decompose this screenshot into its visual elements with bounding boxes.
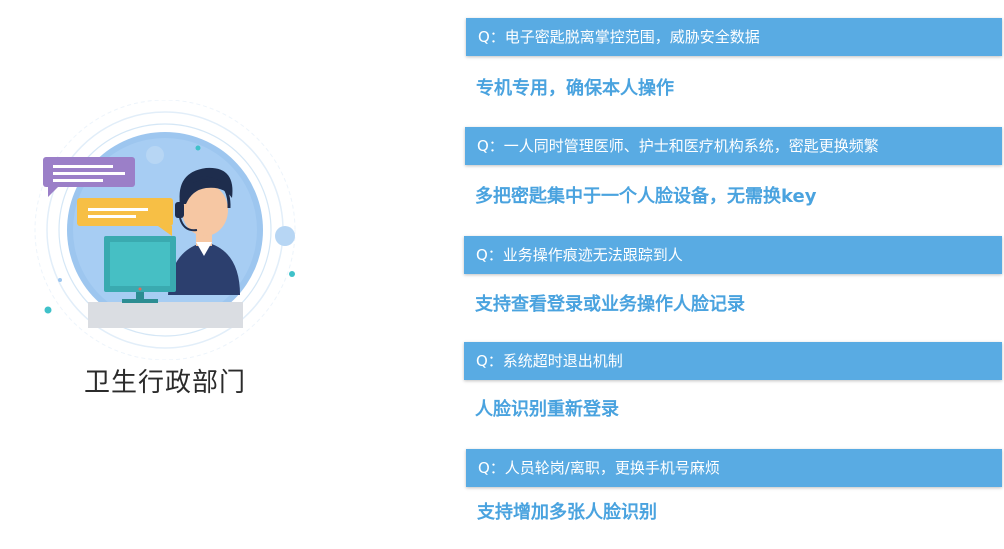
question-bar: Q：电子密匙脱离掌控范围，威胁安全数据	[466, 18, 1002, 56]
answer-text: 专机专用，确保本人操作	[476, 78, 674, 99]
answer-text: 多把密匙集中于一个人脸设备，无需换key	[475, 186, 817, 207]
question-bar: Q：系统超时退出机制	[464, 342, 1002, 380]
qa-item: Q：人员轮岗/离职，更换手机号麻烦 支持增加多张人脸识别	[0, 449, 1004, 549]
qa-item: Q：电子密匙脱离掌控范围，威胁安全数据 专机专用，确保本人操作	[0, 18, 1004, 118]
department-panel: 卫生行政部门	[0, 100, 330, 420]
question-bar: Q：一人同时管理医师、护士和医疗机构系统，密匙更换频繁	[465, 127, 1002, 165]
qa-item: Q：系统超时退出机制 人脸识别重新登录	[0, 342, 1004, 442]
qa-item: Q：业务操作痕迹无法跟踪到人 支持查看登录或业务操作人脸记录	[0, 236, 1004, 336]
question-bar: Q：人员轮岗/离职，更换手机号麻烦	[466, 449, 1002, 487]
customer-service-illustration	[34, 100, 296, 360]
answer-text: 支持增加多张人脸识别	[477, 502, 657, 523]
answer-text: 支持查看登录或业务操作人脸记录	[475, 294, 745, 315]
qa-item: Q：一人同时管理医师、护士和医疗机构系统，密匙更换频繁 多把密匙集中于一个人脸设…	[0, 127, 1004, 227]
department-title: 卫生行政部门	[83, 368, 246, 398]
question-bar: Q：业务操作痕迹无法跟踪到人	[464, 236, 1002, 274]
answer-text: 人脸识别重新登录	[475, 399, 619, 420]
